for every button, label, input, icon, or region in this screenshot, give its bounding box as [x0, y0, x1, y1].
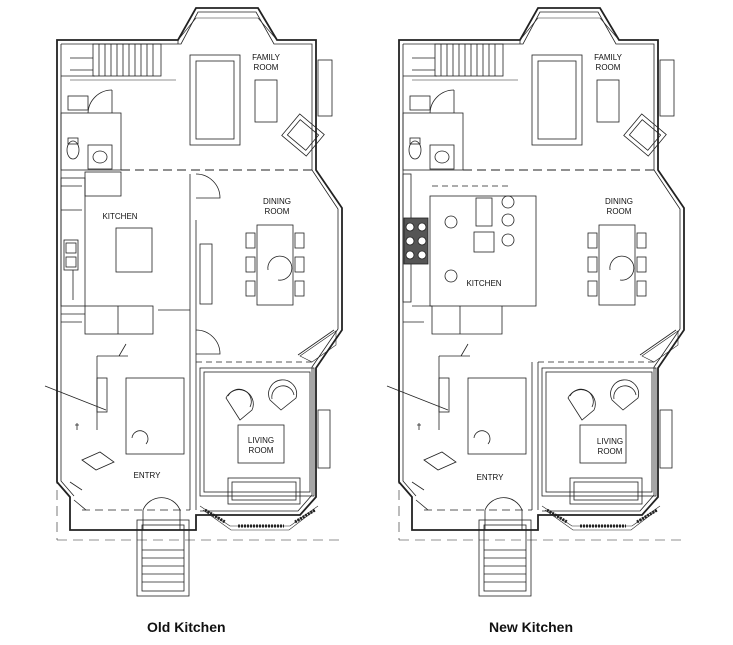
label-living-2: ROOM	[598, 447, 623, 456]
label-living-1: LIVING	[248, 436, 274, 445]
label-kitchen: KITCHEN	[102, 212, 137, 221]
label-dining-1: DINING	[263, 197, 291, 206]
label-family-2: ROOM	[596, 63, 621, 72]
label-living-1: LIVING	[597, 437, 623, 446]
caption-new-kitchen: New Kitchen	[489, 619, 574, 635]
label-family-1: FAMILY	[594, 53, 623, 62]
label-living-2: ROOM	[249, 446, 274, 455]
label-dining-2: ROOM	[265, 207, 290, 216]
plan-old: FAMILY ROOM DINING ROOM KITCHEN LIVING R…	[43, 6, 344, 598]
label-entry: ENTRY	[477, 473, 505, 482]
plan-new: FAMILY ROOM DINING ROOM KITCHEN LIVING R…	[385, 6, 686, 598]
label-family-2: ROOM	[254, 63, 279, 72]
label-kitchen: KITCHEN	[466, 279, 501, 288]
caption-old-kitchen: Old Kitchen	[147, 619, 226, 635]
label-dining-1: DINING	[605, 197, 633, 206]
label-family-1: FAMILY	[252, 53, 281, 62]
label-entry: ENTRY	[134, 471, 162, 480]
label-dining-2: ROOM	[607, 207, 632, 216]
